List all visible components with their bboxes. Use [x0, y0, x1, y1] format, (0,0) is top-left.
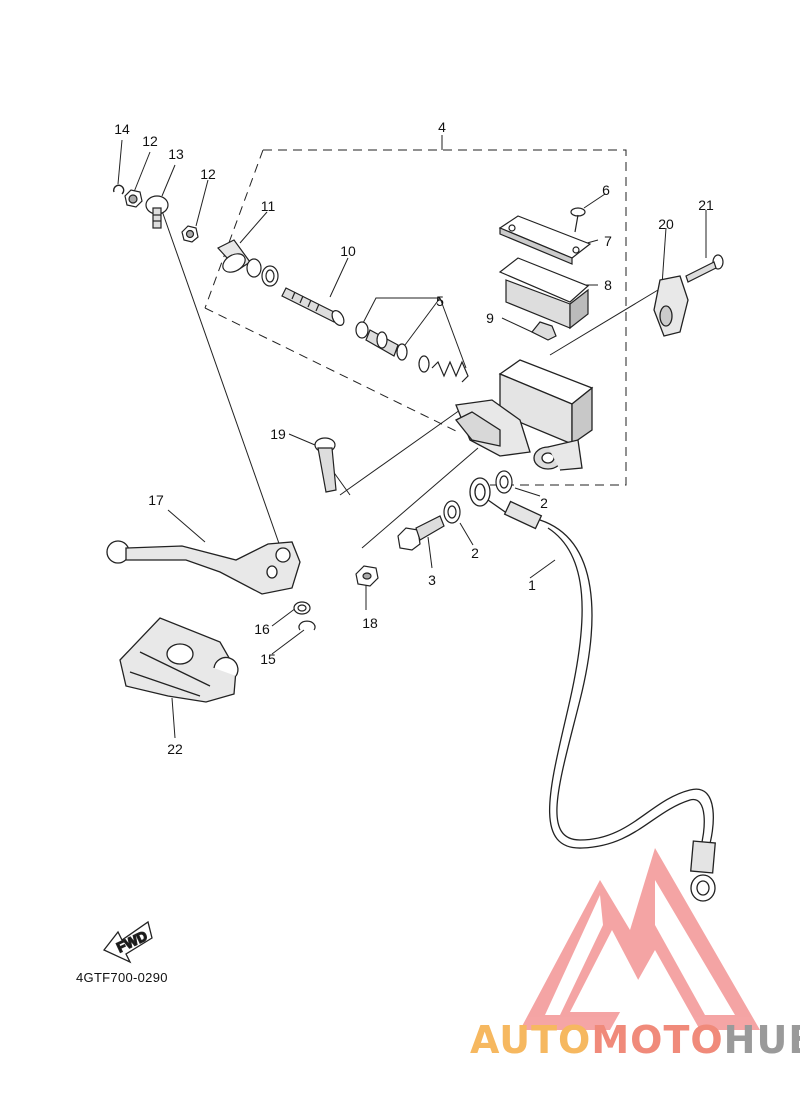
- pivot-bolt-19: [314, 437, 337, 493]
- watermark-logo: [520, 848, 760, 1030]
- watermark-text: AUTOMOTOHUB: [470, 1018, 800, 1062]
- washer-2-lower: [443, 500, 461, 524]
- cap-7: [498, 215, 592, 265]
- callout-6: 6: [602, 182, 610, 198]
- watermark-auto: AUTO: [470, 1018, 592, 1062]
- drawing-code: 4GTF700-0290: [76, 970, 168, 985]
- clip-15: [298, 620, 316, 631]
- callout-15: 15: [260, 651, 276, 667]
- washer-16: [293, 601, 311, 615]
- callout-13: 13: [168, 146, 184, 162]
- leader-lines: [117, 135, 707, 739]
- callout-2b: 2: [471, 545, 479, 561]
- screw-6: [570, 207, 586, 233]
- callout-21: 21: [698, 197, 714, 213]
- nut-12-right: [181, 225, 199, 243]
- callout-2a: 2: [540, 495, 548, 511]
- callout-3: 3: [428, 572, 436, 588]
- callout-12b: 12: [200, 166, 216, 182]
- callout-10: 10: [340, 243, 356, 259]
- brake-hose-1: [469, 477, 716, 902]
- fwd-label: FWD: [114, 927, 150, 955]
- callout-14: 14: [114, 121, 130, 137]
- callout-16: 16: [254, 621, 270, 637]
- watermark-moto: MOTO: [591, 1018, 724, 1062]
- fwd-arrow-icon: FWD: [102, 920, 153, 964]
- clip-14: [112, 184, 125, 195]
- callout-5: 5: [436, 293, 444, 309]
- assembly-boundary: [204, 149, 627, 486]
- bolt-13: [145, 195, 169, 229]
- nut-18: [355, 565, 379, 587]
- callout-4: 4: [438, 119, 446, 135]
- float-9: [531, 321, 557, 341]
- master-cylinder-4: [454, 359, 594, 471]
- nut-12-left: [124, 189, 143, 208]
- callout-22: 22: [167, 741, 183, 757]
- callout-labels: 1 2 2 3 4 5 6 7 8 9 10 11 12 12 13 14 15…: [114, 119, 714, 757]
- callout-11: 11: [261, 198, 276, 214]
- piston-kit-5: [355, 321, 469, 383]
- cover-22: [119, 617, 239, 703]
- diaphragm-8: [498, 257, 590, 330]
- callout-20: 20: [658, 216, 674, 232]
- union-bolt-3: [397, 515, 445, 551]
- watermark-hub: HUB: [723, 1018, 800, 1062]
- callout-8: 8: [604, 277, 612, 293]
- bolt-21: [685, 254, 724, 283]
- callout-19: 19: [270, 426, 286, 442]
- callout-18: 18: [362, 615, 378, 631]
- holder-20: [653, 275, 689, 337]
- boot-11: [217, 239, 279, 287]
- lever-17: [106, 540, 301, 595]
- callout-1: 1: [528, 577, 536, 593]
- callout-12a: 12: [142, 133, 158, 149]
- callout-17: 17: [148, 492, 164, 508]
- callout-7: 7: [604, 233, 612, 249]
- callout-9: 9: [486, 310, 494, 326]
- washer-2-upper: [495, 470, 513, 494]
- push-rod-10: [281, 287, 345, 326]
